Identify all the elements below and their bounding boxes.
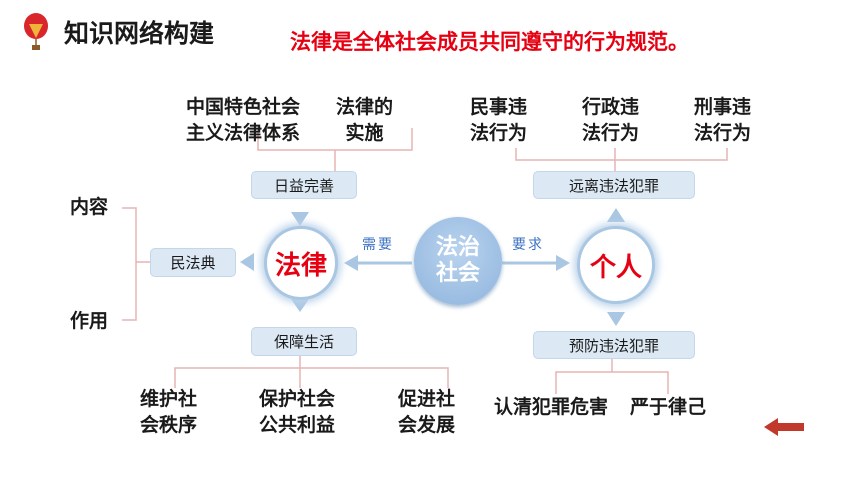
person-bottom-item-1: 认清犯罪危害 <box>494 396 609 418</box>
law-left-item-role: 作用 <box>70 310 109 332</box>
node-rule-of-law-society: 法治 社会 <box>414 217 502 305</box>
person-top-item-3: 刑事违 法行为 <box>694 96 752 144</box>
person-top-item-2: 行政违 法行为 <box>582 96 640 144</box>
bracket-law-bottom <box>174 367 449 388</box>
pill-improving: 日益完善 <box>251 171 357 199</box>
pill-civil-code: 民法典 <box>150 248 236 277</box>
person-bottom-item-2: 严于律己 <box>630 396 707 418</box>
page-subtitle: 法律是全体社会成员共同遵守的行为规范。 <box>290 30 689 54</box>
arrow-center-right <box>556 255 570 271</box>
bracket-law-left <box>122 207 137 321</box>
arrow-center-left <box>344 255 358 271</box>
arrow-person-up <box>607 208 625 222</box>
law-left-item-content: 内容 <box>70 196 109 218</box>
label-require: 要求 <box>512 237 544 253</box>
page-title: 知识网络构建 <box>64 19 215 48</box>
law-top-item-2: 法律的 实施 <box>336 96 394 144</box>
bracket-person-bottom <box>555 371 669 394</box>
pill-prevent-crime: 预防违法犯罪 <box>533 331 695 359</box>
arrow-law-down <box>291 299 309 312</box>
law-bottom-item-3: 促进社 会发展 <box>398 388 456 436</box>
label-need: 需要 <box>362 237 394 253</box>
arrow-law-up <box>291 212 309 226</box>
arrow-person-down <box>607 312 625 326</box>
law-bottom-item-2: 保护社会 公共利益 <box>259 388 336 436</box>
arrow-law-left <box>240 253 254 271</box>
law-bottom-item-1: 维护社 会秩序 <box>140 388 198 436</box>
back-arrow-icon[interactable] <box>762 416 806 438</box>
pill-stay-away: 远离违法犯罪 <box>533 171 695 199</box>
node-law: 法律 <box>264 226 338 300</box>
balloon-icon <box>24 13 48 50</box>
node-individual: 个人 <box>577 226 655 304</box>
pill-protect-life: 保障生活 <box>251 327 357 356</box>
person-top-item-1: 民事违 法行为 <box>470 96 528 144</box>
bracket-person-top <box>515 148 728 161</box>
law-top-item-1: 中国特色社会 主义法律体系 <box>186 96 301 144</box>
